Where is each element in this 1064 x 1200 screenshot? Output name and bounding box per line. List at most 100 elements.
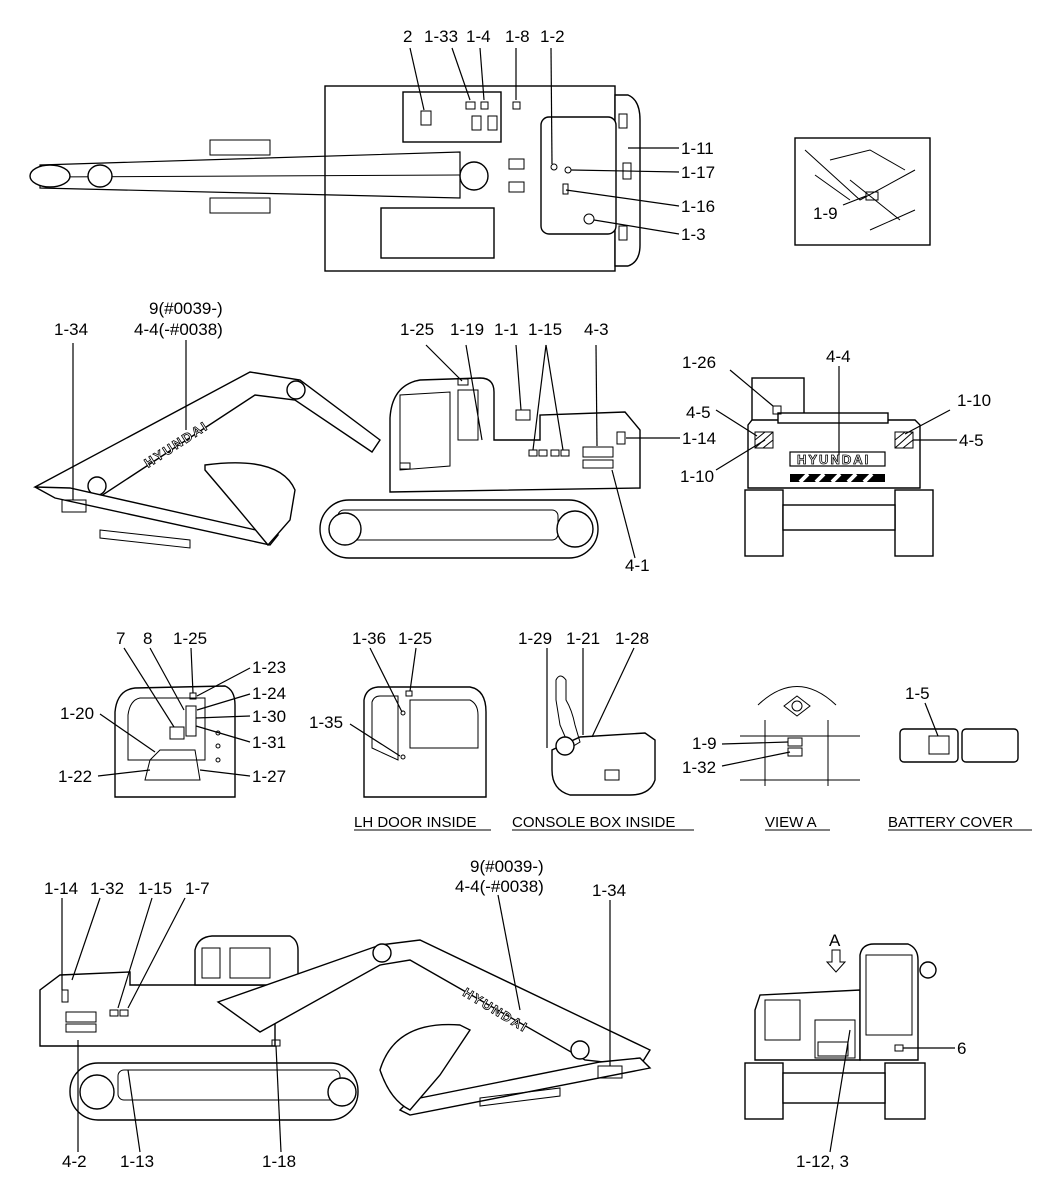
callout-1-10-right: 1-10 bbox=[957, 391, 991, 410]
callout-1-29: 1-29 bbox=[518, 629, 552, 648]
cab-interior-view: 7 8 1-25 1-23 1-24 1-20 1-30 1-31 1-22 1… bbox=[58, 629, 286, 798]
rear-brand-plate bbox=[789, 451, 886, 467]
callout-1-18: 1-18 bbox=[262, 1152, 296, 1171]
boom-label-9-rh: 9(#0039-) bbox=[470, 857, 544, 876]
console-box-outline bbox=[551, 732, 656, 796]
lh-door-inside-view: 1-36 1-25 1-35 LH DOOR INSIDE bbox=[309, 629, 491, 831]
leader-lines-cab bbox=[97, 647, 251, 777]
boom-label-4-4-rh: 4-4(-#0038) bbox=[455, 877, 544, 896]
leader-lines-door bbox=[349, 647, 417, 757]
battery-cover-right bbox=[961, 728, 1019, 763]
callout-1-7: 1-7 bbox=[185, 879, 210, 898]
callout-1-22: 1-22 bbox=[58, 767, 92, 786]
upperstructure-lh bbox=[389, 377, 641, 493]
battery-cover-view: 1-5 BATTERY COVER bbox=[888, 684, 1032, 831]
bucket-lh bbox=[204, 462, 296, 547]
callout-1-30: 1-30 bbox=[252, 707, 286, 726]
callout-4-4-rear: 4-4 bbox=[826, 347, 851, 366]
callout-1-32-view-a: 1-32 bbox=[682, 758, 716, 777]
callout-1-19-lh: 1-19 bbox=[450, 320, 484, 339]
caption-lh-door-inside: LH DOOR INSIDE bbox=[354, 814, 477, 831]
rear-view: HYUNDAI 1-26 4-4 4-5 1-10 1-10 4-5 bbox=[680, 347, 991, 557]
boom-label-9-lh: 9(#0039-) bbox=[149, 299, 223, 318]
callout-2: 2 bbox=[403, 27, 412, 46]
side-view-rh: HYUNDAI 1-14 1-32 1-15 1-7 9(#0039-) 4-4… bbox=[39, 857, 652, 1171]
side-view-lh: HYUNDAI 1-34 9(#0039-) 4-4(-#0038) 1-25 … bbox=[32, 299, 716, 575]
callout-6: 6 bbox=[957, 1039, 966, 1058]
callout-4-1-lh: 4-1 bbox=[625, 556, 650, 575]
callout-1-14-rh: 1-14 bbox=[44, 879, 78, 898]
callout-1-12-3: 1-12, 3 bbox=[796, 1152, 849, 1171]
crawler-track-rh bbox=[69, 1062, 359, 1121]
callout-1-11: 1-11 bbox=[681, 139, 714, 158]
callout-1-14-lh: 1-14 bbox=[682, 429, 716, 448]
callout-1-36: 1-36 bbox=[352, 629, 386, 648]
callout-1-20: 1-20 bbox=[60, 704, 94, 723]
rear-brand-text: HYUNDAI bbox=[797, 452, 870, 467]
callout-1-16: 1-16 bbox=[681, 197, 715, 216]
callout-8: 8 bbox=[143, 629, 152, 648]
rear-track-right bbox=[894, 489, 934, 557]
callout-1-33: 1-33 bbox=[424, 27, 458, 46]
callout-1-34-lh: 1-34 bbox=[54, 320, 88, 339]
caption-view-a: VIEW A bbox=[765, 814, 817, 831]
bucket-pin bbox=[29, 164, 71, 188]
fuel-tank bbox=[380, 207, 495, 259]
upperstructure-rh bbox=[39, 971, 276, 1047]
callout-4-2: 4-2 bbox=[62, 1152, 87, 1171]
callout-1-25-lh: 1-25 bbox=[400, 320, 434, 339]
callout-1-5: 1-5 bbox=[905, 684, 930, 703]
callout-1-25-door: 1-25 bbox=[398, 629, 432, 648]
top-view: 2 1-33 1-4 1-8 1-2 1-11 1-17 1-16 1-3 bbox=[29, 27, 715, 272]
leader-lines-front bbox=[829, 1029, 955, 1153]
callout-1-13: 1-13 bbox=[120, 1152, 154, 1171]
view-a: 1-9 1-32 VIEW A bbox=[682, 686, 860, 831]
callout-1-15-rh: 1-15 bbox=[138, 879, 172, 898]
cab-rh bbox=[194, 935, 299, 986]
leader-lines-console bbox=[546, 647, 635, 748]
view-a-arrow bbox=[825, 949, 847, 973]
callout-1-31: 1-31 bbox=[252, 733, 286, 752]
callout-1-8: 1-8 bbox=[505, 27, 530, 46]
front-track-right bbox=[884, 1062, 926, 1120]
bucket-rh bbox=[379, 1023, 472, 1111]
boom-label-4-4-lh: 4-4(-#0038) bbox=[134, 320, 223, 339]
callout-1-25-cab: 1-25 bbox=[173, 629, 207, 648]
engine-hood bbox=[402, 91, 502, 143]
front-view: A 6 1-12, 3 bbox=[744, 931, 966, 1171]
door-outline bbox=[363, 686, 487, 798]
callout-1-28: 1-28 bbox=[615, 629, 649, 648]
callout-1-10-left: 1-10 bbox=[680, 467, 714, 486]
leader-lines-rear bbox=[715, 366, 957, 471]
inset-frame bbox=[794, 137, 931, 246]
front-track-left bbox=[744, 1062, 784, 1120]
arm-lh bbox=[34, 486, 280, 546]
callout-1-23: 1-23 bbox=[252, 658, 286, 677]
caption-console-box-inside: CONSOLE BOX INSIDE bbox=[512, 814, 675, 831]
turntable bbox=[459, 161, 489, 191]
callout-1-3: 1-3 bbox=[681, 225, 706, 244]
callout-1-9-inset: 1-9 bbox=[813, 204, 838, 223]
callout-1-26: 1-26 bbox=[682, 353, 716, 372]
callout-1-2: 1-2 bbox=[540, 27, 565, 46]
callout-1-1-lh: 1-1 bbox=[494, 320, 519, 339]
leader-lines-rh bbox=[61, 894, 611, 1153]
callout-4-5-right: 4-5 bbox=[959, 431, 984, 450]
leader-lines-topview bbox=[409, 47, 680, 235]
leader-lines-lh bbox=[72, 340, 680, 559]
boom-lh bbox=[32, 371, 381, 501]
callout-4-3-lh: 4-3 bbox=[584, 320, 609, 339]
callout-1-17: 1-17 bbox=[681, 163, 715, 182]
callout-1-9-view-a: 1-9 bbox=[692, 734, 717, 753]
console-box-inside-view: 1-29 1-21 1-28 CONSOLE BOX INSIDE bbox=[512, 629, 694, 831]
callout-1-4: 1-4 bbox=[466, 27, 491, 46]
cab-roof bbox=[540, 116, 617, 235]
callout-1-21: 1-21 bbox=[566, 629, 600, 648]
callout-1-24: 1-24 bbox=[252, 684, 286, 703]
rear-track-left bbox=[744, 489, 784, 557]
caption-battery-cover: BATTERY COVER bbox=[888, 814, 1013, 831]
callout-1-32-rh: 1-32 bbox=[90, 879, 124, 898]
cab-front bbox=[614, 94, 641, 267]
leader-lines-view-a bbox=[721, 741, 791, 767]
